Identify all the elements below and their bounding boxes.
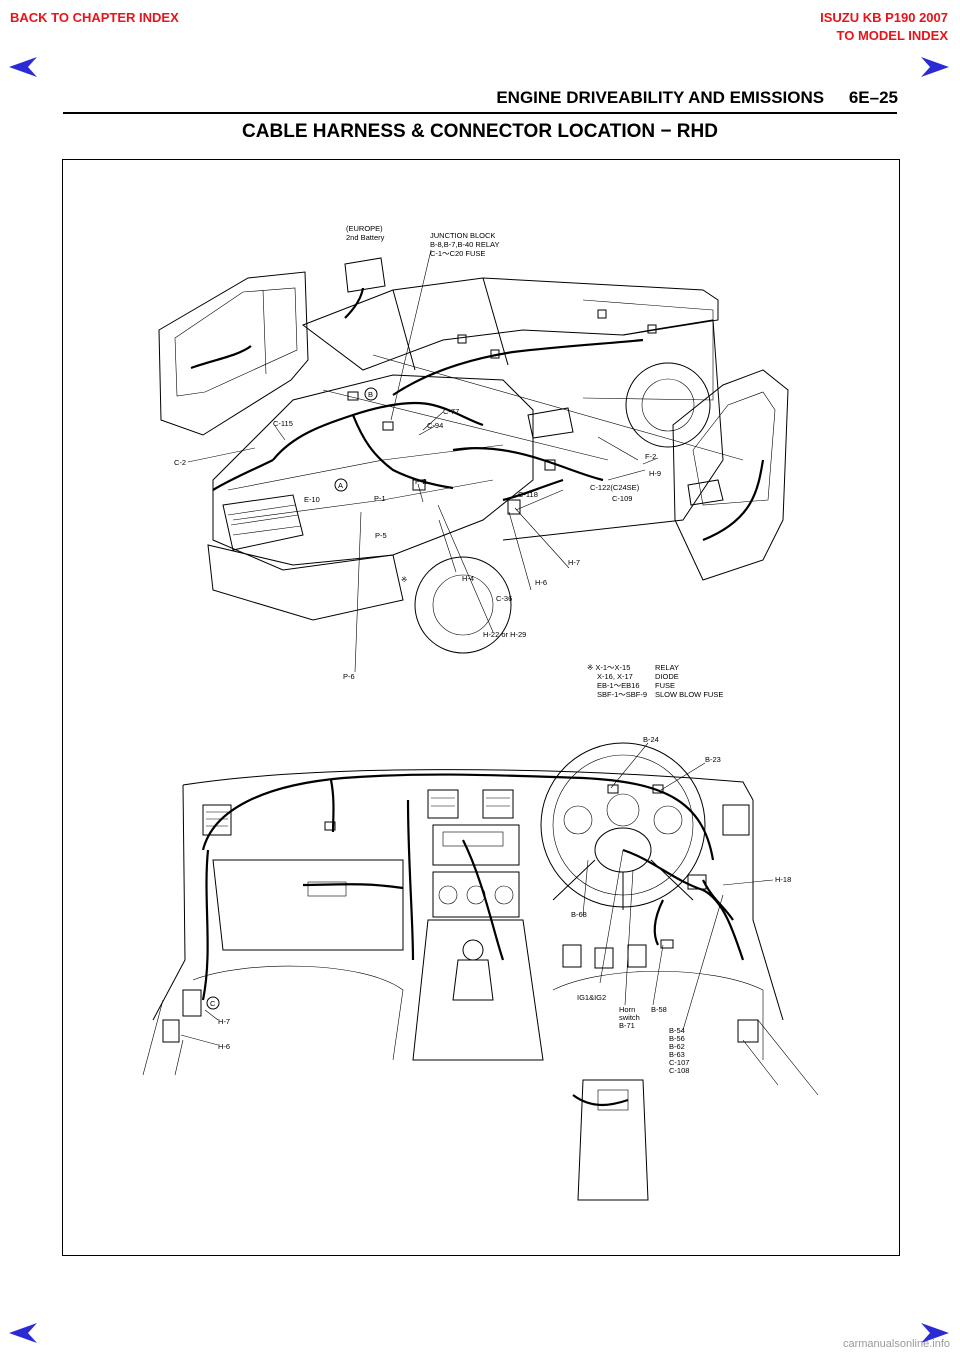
page-header: ENGINE DRIVEABILITY AND EMISSIONS 6E–25	[0, 88, 898, 108]
to-model-index-link[interactable]: TO MODEL INDEX	[836, 28, 948, 43]
vehicle-drawing	[158, 257, 789, 654]
watermark: carmanualsonline.info	[842, 1338, 950, 1350]
svg-text:X-16, X-17: X-16, X-17	[597, 672, 633, 681]
svg-text:FUSE: FUSE	[655, 681, 675, 690]
top-leader-lines	[187, 249, 659, 673]
svg-text:A: A	[338, 481, 343, 490]
label-h6-bottom: H-6	[218, 1042, 230, 1051]
label-c108: C-108	[669, 1066, 689, 1075]
label-b23: B-23	[705, 755, 721, 764]
svg-text:SBF-1～SBF-9: SBF-1～SBF-9	[597, 690, 647, 699]
harness-diagram: A B (EUROPE) 2nd Battery JUNCTION BLOCK …	[142, 224, 819, 1201]
label-f2: F-2	[645, 452, 656, 461]
label-e10: E-10	[304, 495, 320, 504]
section-title: ENGINE DRIVEABILITY AND EMISSIONS	[496, 88, 825, 107]
label-b71: B-71	[619, 1021, 635, 1030]
diagram-frame: A B (EUROPE) 2nd Battery JUNCTION BLOCK …	[62, 159, 900, 1256]
label-europe: (EUROPE)	[346, 224, 383, 233]
back-to-chapter-index-link[interactable]: BACK TO CHAPTER INDEX	[10, 10, 179, 25]
circle-marker-a: A	[334, 478, 348, 492]
label-horn: Horn	[619, 1005, 635, 1014]
next-page-arrow-icon[interactable]	[920, 56, 950, 78]
label-2nd-battery: 2nd Battery	[346, 233, 385, 242]
label-p1: P-1	[374, 494, 386, 503]
label-c115: C-115	[273, 419, 293, 428]
dashboard-drawing	[152, 742, 784, 1201]
label-h6: H-6	[535, 578, 547, 587]
prev-page-arrow-icon[interactable]	[8, 56, 38, 78]
header-rule	[63, 112, 897, 114]
svg-text:C: C	[210, 999, 216, 1008]
model-title-link[interactable]: ISUZU KB P190 2007	[820, 10, 948, 25]
label-fuses: C-1～C20 FUSE	[430, 249, 485, 258]
label-b56: B-56	[669, 1034, 685, 1043]
label-ig1-ig2: IG1&IG2	[577, 993, 606, 1002]
label-c122: C-122(C24SE)	[590, 483, 640, 492]
page-title: CABLE HARNESS & CONNECTOR LOCATION − RHD	[242, 121, 718, 142]
label-p5: P-5	[375, 531, 387, 540]
label-h18: H-18	[775, 875, 791, 884]
prev-page-arrow-bottom-icon[interactable]	[8, 1322, 38, 1344]
label-h22: H-22 or H-29	[483, 630, 526, 639]
top-connector-labels: (EUROPE) 2nd Battery JUNCTION BLOCK B-8,…	[174, 224, 661, 681]
svg-text:※ X-1～X-15: ※ X-1～X-15	[587, 663, 630, 672]
label-p2: P-2	[415, 477, 427, 486]
svg-text:SLOW BLOW FUSE: SLOW BLOW FUSE	[655, 690, 723, 699]
svg-text:RELAY: RELAY	[655, 663, 679, 672]
label-h7: H-7	[568, 558, 580, 567]
label-c107: C-107	[669, 1058, 689, 1067]
svg-text:DIODE: DIODE	[655, 672, 679, 681]
bottom-leader-lines	[142, 742, 819, 1096]
label-h4: H-4	[462, 574, 474, 583]
label-relays: B-8,B-7,B-40 RELAY	[430, 240, 499, 249]
label-h9: H-9	[649, 469, 661, 478]
label-c2: C-2	[174, 458, 186, 467]
circle-marker-b: B	[364, 387, 378, 401]
next-page-arrow-bottom-icon[interactable]	[920, 1322, 950, 1344]
label-junction-block: JUNCTION BLOCK	[430, 231, 495, 240]
label-c94: C-94	[427, 421, 443, 430]
label-b62: B-62	[669, 1042, 685, 1051]
svg-text:B: B	[368, 390, 373, 399]
label-h7-bottom: H-7	[218, 1017, 230, 1026]
label-c36: C-36	[496, 594, 512, 603]
svg-text:EB-1～EB16: EB-1～EB16	[597, 681, 640, 690]
circle-marker-c: C	[210, 999, 216, 1008]
legend: ※ X-1～X-15 RELAY X-16, X-17 DIODE EB-1～E…	[587, 663, 723, 699]
label-p6: P-6	[343, 672, 355, 681]
label-b68: B-68	[571, 910, 587, 919]
label-horn-switch: switch	[619, 1013, 640, 1022]
label-c109: C-109	[612, 494, 632, 503]
label-reference-mark: ※	[401, 575, 407, 584]
label-b24: B-24	[643, 735, 659, 744]
bottom-connector-labels: C B-24 B-23 H-18 B-68 IG1&IG2 Horn switc…	[210, 735, 791, 1075]
page-number: 6E–25	[848, 88, 898, 107]
label-b58: B-58	[651, 1005, 667, 1014]
label-b54: B-54	[669, 1026, 685, 1035]
label-c118: C-118	[518, 490, 538, 499]
label-c77: C-77	[443, 407, 459, 416]
label-b63: B-63	[669, 1050, 685, 1059]
